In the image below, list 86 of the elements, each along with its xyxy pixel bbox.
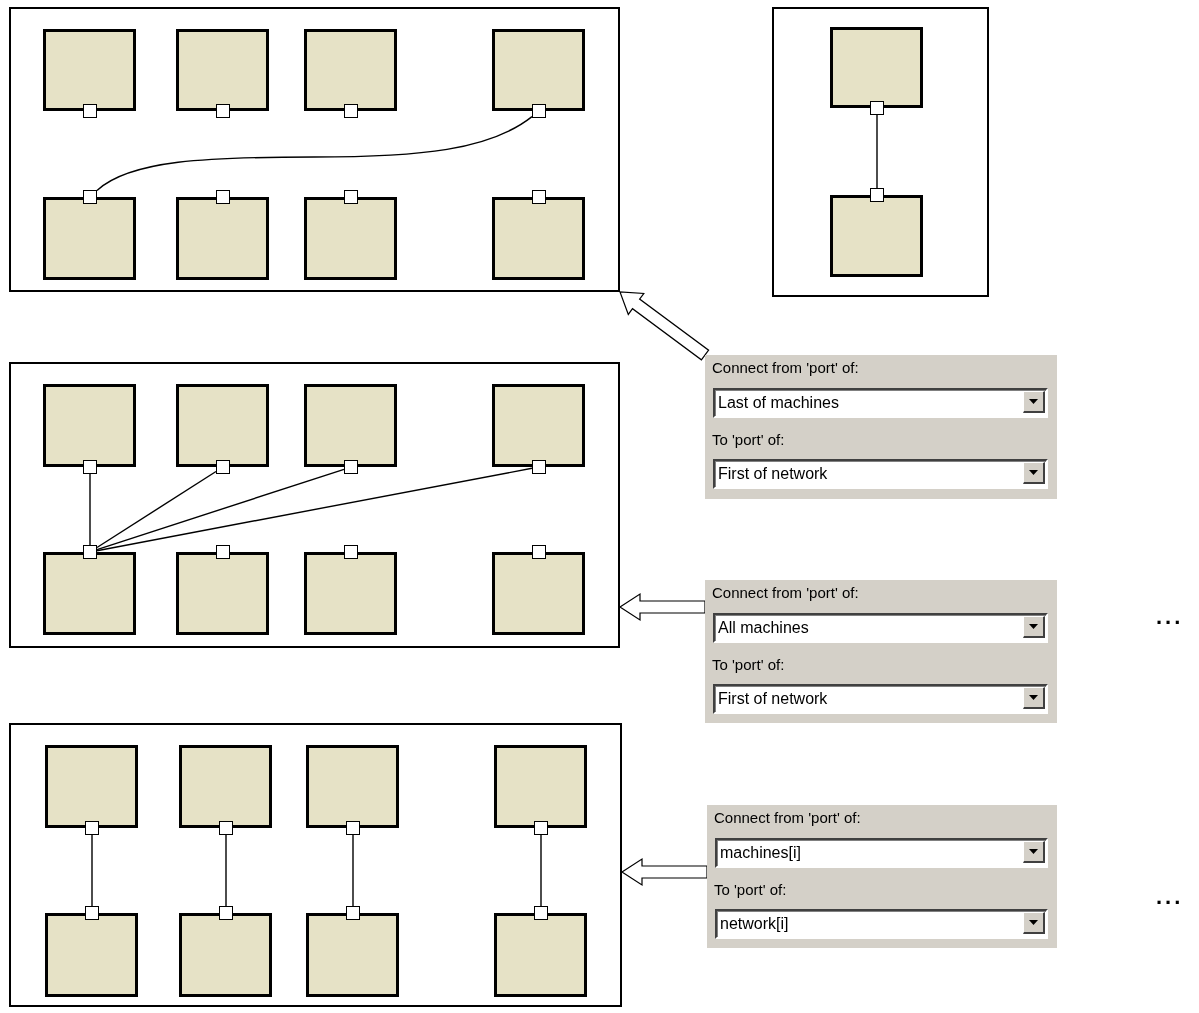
dialog-panel bbox=[705, 580, 1057, 723]
port-square bbox=[532, 545, 546, 559]
block-box bbox=[176, 384, 269, 467]
connector-line bbox=[96, 467, 533, 552]
block-box bbox=[492, 552, 585, 635]
block-box bbox=[176, 552, 269, 635]
port-square bbox=[83, 104, 97, 118]
port-square bbox=[532, 460, 546, 474]
ellipsis: ... bbox=[1156, 884, 1184, 910]
block-box bbox=[304, 552, 397, 635]
connector-line bbox=[96, 470, 217, 549]
block-box bbox=[492, 384, 585, 467]
connector-line bbox=[96, 468, 345, 551]
connector-line bbox=[876, 114, 878, 189]
block-box bbox=[304, 197, 397, 280]
block-box bbox=[179, 913, 272, 997]
dropdown-field: First of network bbox=[713, 459, 1048, 489]
field-label: Connect from 'port' of: bbox=[714, 809, 861, 826]
block-box bbox=[492, 197, 585, 280]
block-box bbox=[304, 29, 397, 111]
ellipsis: ... bbox=[1156, 604, 1184, 630]
port-square bbox=[532, 190, 546, 204]
diagram-frame bbox=[772, 7, 989, 297]
block-box bbox=[494, 913, 587, 997]
block-box bbox=[179, 745, 272, 828]
block-box bbox=[492, 29, 585, 111]
block-box bbox=[830, 195, 923, 277]
connector-line bbox=[352, 834, 354, 907]
port-square bbox=[216, 460, 230, 474]
dialog-panel bbox=[707, 805, 1057, 948]
port-square bbox=[344, 190, 358, 204]
port-square bbox=[344, 545, 358, 559]
field-label: Connect from 'port' of: bbox=[712, 359, 859, 376]
field-label: To 'port' of: bbox=[712, 656, 785, 673]
port-square bbox=[346, 906, 360, 920]
dropdown-field: machines[i] bbox=[715, 838, 1048, 868]
block-box bbox=[43, 384, 136, 467]
block-box bbox=[306, 913, 399, 997]
field-label: To 'port' of: bbox=[712, 431, 785, 448]
port-square bbox=[534, 821, 548, 835]
dropdown-field: First of network bbox=[713, 684, 1048, 714]
port-square bbox=[870, 188, 884, 202]
block-box bbox=[306, 745, 399, 828]
connector-line bbox=[225, 834, 227, 907]
field-label: Connect from 'port' of: bbox=[712, 584, 859, 601]
field-label: To 'port' of: bbox=[714, 881, 787, 898]
port-square bbox=[534, 906, 548, 920]
port-square bbox=[83, 460, 97, 474]
diagram-frame bbox=[9, 362, 620, 648]
connector-line bbox=[96, 115, 533, 192]
port-square bbox=[344, 460, 358, 474]
block-box bbox=[45, 913, 138, 997]
block-arrow bbox=[620, 857, 708, 887]
port-square bbox=[216, 545, 230, 559]
block-box bbox=[176, 197, 269, 280]
port-square bbox=[346, 821, 360, 835]
port-square bbox=[85, 821, 99, 835]
block-box bbox=[43, 29, 136, 111]
port-square bbox=[870, 101, 884, 115]
port-square bbox=[216, 104, 230, 118]
block-box bbox=[43, 552, 136, 635]
port-square bbox=[83, 545, 97, 559]
block-box bbox=[830, 27, 923, 108]
port-square bbox=[344, 104, 358, 118]
port-square bbox=[532, 104, 546, 118]
block-arrow bbox=[618, 592, 706, 622]
block-arrow bbox=[619, 291, 710, 361]
connector-line bbox=[91, 834, 93, 907]
dropdown-field: All machines bbox=[713, 613, 1048, 643]
block-box bbox=[304, 384, 397, 467]
dropdown-field: Last of machines bbox=[713, 388, 1048, 418]
port-square bbox=[85, 906, 99, 920]
connector-line bbox=[89, 473, 91, 546]
block-box bbox=[45, 745, 138, 828]
block-box bbox=[176, 29, 269, 111]
diagram-frame bbox=[9, 7, 620, 292]
connector-line bbox=[540, 834, 542, 907]
diagram-frame bbox=[9, 723, 622, 1007]
block-box bbox=[43, 197, 136, 280]
dropdown-field: network[i] bbox=[715, 909, 1048, 939]
port-square bbox=[219, 906, 233, 920]
dialog-panel bbox=[705, 355, 1057, 499]
port-square bbox=[219, 821, 233, 835]
block-box bbox=[494, 745, 587, 828]
port-square bbox=[83, 190, 97, 204]
port-square bbox=[216, 190, 230, 204]
